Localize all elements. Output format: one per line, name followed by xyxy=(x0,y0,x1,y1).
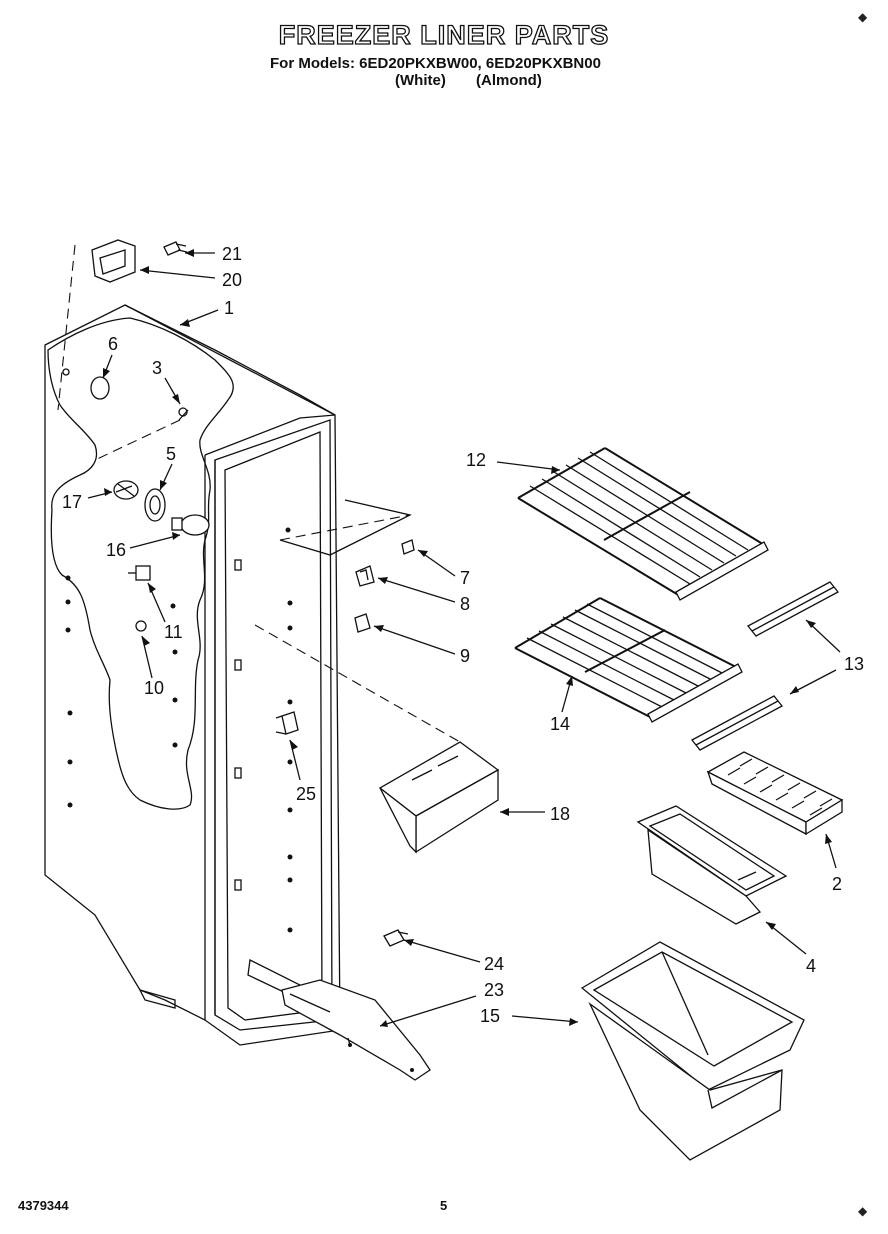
callout-18: 18 xyxy=(550,804,570,824)
variant-white: (White) xyxy=(395,72,446,89)
callout-7: 7 xyxy=(460,568,470,588)
part-18-pan xyxy=(378,741,500,854)
callout-3: 3 xyxy=(152,358,162,378)
callout-13: 13 xyxy=(844,654,864,674)
part-7-clip xyxy=(401,539,415,555)
document-number: 4379344 xyxy=(18,1198,69,1213)
part-15-bin xyxy=(580,941,805,1161)
callout-17: 17 xyxy=(62,492,82,512)
part-6-plug xyxy=(90,376,110,400)
part-23-bracket xyxy=(281,979,431,1081)
part-17-socket xyxy=(113,480,139,500)
part-13-rail-lower xyxy=(691,695,783,751)
variant-almond: (Almond) xyxy=(476,72,542,89)
callout-15: 15 xyxy=(480,1006,500,1026)
callout-9: 9 xyxy=(460,646,470,666)
callout-1: 1 xyxy=(224,298,234,318)
callout-21: 21 xyxy=(222,244,242,264)
callout-10: 10 xyxy=(144,678,164,698)
callout-2: 2 xyxy=(832,874,842,894)
callout-12: 12 xyxy=(466,450,486,470)
part-13-rail-upper xyxy=(747,581,839,637)
callout-14: 14 xyxy=(550,714,570,734)
part-8-clip xyxy=(355,565,375,587)
part-21-screw xyxy=(163,241,188,256)
registration-mark: ◆ xyxy=(858,1204,868,1218)
callout-numbers: 21 20 1 6 3 5 17 16 11 10 25 12 7 8 9 14… xyxy=(62,244,864,1026)
part-2-ice-tray xyxy=(706,751,844,836)
callout-20: 20 xyxy=(222,270,242,290)
callout-8: 8 xyxy=(460,594,470,614)
page-title: FREEZER LINER PARTS xyxy=(278,19,610,50)
callout-25: 25 xyxy=(296,784,316,804)
part-11-switch xyxy=(128,565,151,581)
part-20-bracket xyxy=(91,239,136,283)
part-4-bin xyxy=(636,805,788,925)
part-9-clip xyxy=(354,613,371,633)
callout-16: 16 xyxy=(106,540,126,560)
part-10-grommet xyxy=(135,620,147,632)
callout-6: 6 xyxy=(108,334,118,354)
part-24-screw xyxy=(383,929,409,947)
freezer-liner xyxy=(44,244,461,1046)
part-5-lamp-cover xyxy=(144,488,166,522)
part-12-shelf xyxy=(517,447,769,601)
part-16-lamp xyxy=(171,514,210,536)
page-number: 5 xyxy=(440,1198,448,1213)
registration-mark: ◆ xyxy=(858,10,868,24)
part-14-shelf xyxy=(514,597,743,723)
callout-5: 5 xyxy=(166,444,176,464)
callout-11: 11 xyxy=(164,622,183,642)
callout-leaders xyxy=(87,249,841,1027)
callout-4: 4 xyxy=(806,956,816,976)
callout-23: 23 xyxy=(484,980,504,1000)
callout-24: 24 xyxy=(484,954,504,974)
part-25-clip xyxy=(275,711,299,735)
models-line: For Models: 6ED20PKXBW00, 6ED20PKXBN00 xyxy=(270,55,601,72)
part-3-screw xyxy=(178,407,189,421)
